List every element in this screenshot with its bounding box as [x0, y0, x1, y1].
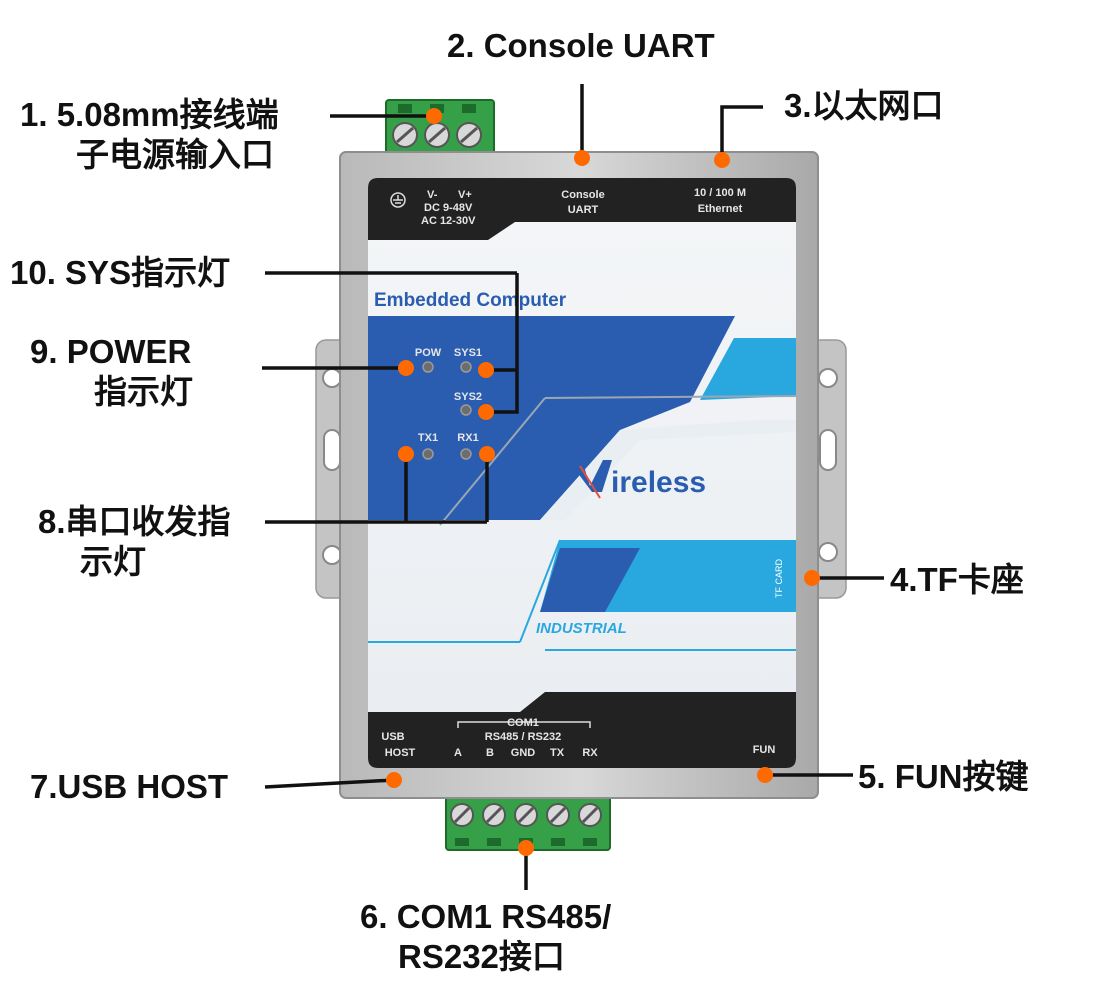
label-rx1: RX1 [457, 432, 478, 444]
callout-power-led: 9. POWER 指示灯 [30, 333, 193, 410]
com1-terminal-block [445, 791, 611, 851]
label-usb: USB [381, 731, 404, 743]
industrial-label: INDUSTRIAL [536, 620, 627, 637]
callout-usb-host: 7.USB HOST [30, 768, 229, 805]
com1-bracket [457, 721, 591, 728]
marker-ethernet [714, 152, 730, 168]
label-a: A [454, 747, 462, 759]
label-ac: AC 12-30V [421, 215, 476, 227]
bottom-label-band [368, 692, 796, 768]
status-leds [422, 361, 472, 460]
callout-com1: 6. COM1 RS485/ RS232接口 [360, 898, 612, 975]
label-fun: FUN [753, 744, 776, 756]
marker-usb [386, 772, 402, 788]
marker-rx1 [479, 446, 495, 462]
blue-band [368, 316, 735, 402]
brand-w-mark [568, 460, 612, 492]
marker-sys2 [478, 404, 494, 420]
label-rs485-rs232: RS485 / RS232 [485, 731, 561, 743]
top-label-band [368, 178, 796, 240]
label-console: Console [561, 189, 604, 201]
label-gnd: GND [511, 747, 536, 759]
marker-power-input [426, 108, 442, 124]
callout-power-input: 1. 5.08mm接线端 子电源输入口 [20, 96, 279, 173]
marker-tx1 [398, 446, 414, 462]
pow-led [422, 361, 434, 373]
tx1-led [422, 448, 434, 460]
label-v-plus: V+ [458, 189, 472, 201]
marker-sys1 [478, 362, 494, 378]
marker-com1 [518, 840, 534, 856]
callout-serial-leds: 8.串口收发指 示灯 [38, 503, 231, 580]
callout-markers [386, 108, 820, 856]
power-terminal-block [385, 99, 495, 156]
leader-lines [262, 84, 884, 890]
label-sys2: SYS2 [454, 391, 482, 403]
label-pow: POW [415, 347, 442, 359]
swoosh-line [439, 397, 546, 526]
rx1-led [460, 448, 472, 460]
callout-ethernet: 3.以太网口 [784, 87, 944, 124]
label-v-minus: V- [427, 189, 438, 201]
brand-wordmark: ireless [611, 466, 706, 499]
label-eth-speed: 10 / 100 M [694, 187, 746, 199]
label-ethernet: Ethernet [698, 203, 743, 215]
callout-sys-led: 10. SYS指示灯 [10, 254, 231, 291]
label-uart: UART [568, 204, 599, 216]
ground-icon [390, 192, 406, 208]
callout-tf-card: 4.TF卡座 [890, 561, 1024, 598]
label-b: B [486, 747, 494, 759]
marker-fun [757, 767, 773, 783]
label-tx: TX [550, 747, 565, 759]
sys1-led [460, 361, 472, 373]
industrial-stripe-blue [540, 548, 640, 612]
label-com1: COM1 [507, 717, 539, 729]
white-swoosh [540, 420, 796, 520]
marker-tf-card [804, 570, 820, 586]
marker-power-led [398, 360, 414, 376]
tf-card-label: TF CARD [774, 559, 784, 598]
label-dc: DC 9-48V [424, 202, 473, 214]
label-sys1: SYS1 [454, 347, 482, 359]
label-host: HOST [385, 747, 416, 759]
sys2-led [460, 404, 472, 416]
label-rx: RX [582, 747, 598, 759]
callout-fun-button: 5. FUN按键 [858, 758, 1029, 795]
label-tx1: TX1 [418, 432, 438, 444]
marker-console-uart [574, 150, 590, 166]
embedded-computer-title: Embedded Computer [374, 290, 567, 311]
cyan-band [700, 338, 796, 400]
callout-console-uart: 2. Console UART [447, 27, 715, 64]
blue-band-lower [368, 402, 690, 520]
